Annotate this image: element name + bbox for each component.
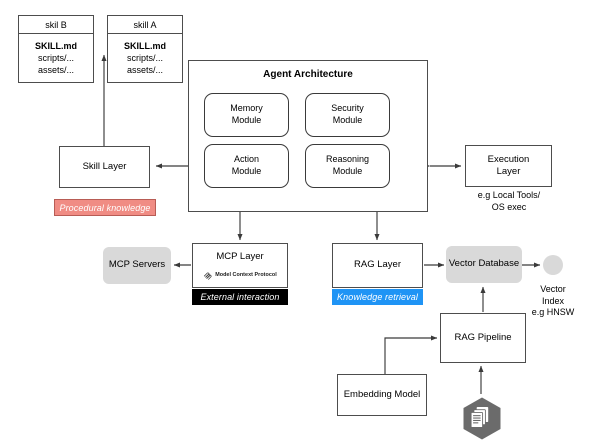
skill-card-a[interactable]: skill A SKILL.md scripts/... assets/... [107, 15, 183, 83]
skill-card-a-assets: assets/... [126, 65, 163, 76]
skill-card-b-assets: assets/... [37, 65, 74, 76]
module-memory-line1: Memory [230, 103, 263, 114]
execution-layer-line1: Execution [487, 153, 530, 165]
vector-database-label: Vector Database [448, 258, 520, 270]
skill-card-a-title: skill A [108, 16, 182, 34]
vector-index-caption-line3: e.g HNSW [531, 307, 575, 318]
module-action-line1: Action [233, 154, 259, 165]
skill-layer-box[interactable]: Skill Layer [59, 146, 150, 188]
skill-card-a-body: SKILL.md scripts/... assets/... [108, 34, 182, 82]
module-reasoning-label: Reasoning Module [326, 154, 369, 177]
module-action-label: Action Module [232, 154, 262, 177]
badge-knowledge-retrieval-label: Knowledge retrieval [337, 292, 418, 302]
vector-index-circle-icon [543, 255, 563, 275]
module-security-line1: Security [331, 103, 364, 114]
mcp-brand-label: Model Context Protocol [215, 271, 277, 278]
module-memory-label: Memory Module [230, 103, 263, 126]
mcp-logo-icon [204, 272, 212, 280]
skill-card-b-file: SKILL.md [35, 40, 77, 51]
execution-layer-box[interactable]: Execution Layer [465, 145, 552, 187]
badge-procedural-knowledge: Procedural knowledge [54, 199, 156, 216]
skill-layer-label: Skill Layer [82, 160, 127, 172]
badge-knowledge-retrieval: Knowledge retrieval [332, 289, 423, 305]
vector-database-box[interactable]: Vector Database [446, 246, 522, 283]
badge-external-interaction: External interaction [192, 289, 288, 305]
documents-hexagon-icon [461, 396, 503, 441]
mcp-layer-label: MCP Layer [216, 251, 264, 263]
documents-hexagon-svg [463, 397, 501, 440]
execution-layer-caption-line1: e.g Local Tools/ [477, 190, 541, 200]
module-reasoning[interactable]: Reasoning Module [305, 144, 390, 188]
execution-layer-caption-line2: OS exec [491, 201, 527, 212]
skill-card-b[interactable]: skil B SKILL.md scripts/... assets/... [18, 15, 94, 83]
agent-architecture-title: Agent Architecture [263, 69, 353, 80]
module-security[interactable]: Security Module [305, 93, 390, 137]
skill-card-a-file: SKILL.md [124, 40, 166, 51]
badge-procedural-knowledge-label: Procedural knowledge [59, 202, 151, 213]
mcp-servers-box[interactable]: MCP Servers [103, 247, 171, 284]
module-reasoning-line1: Reasoning [325, 154, 370, 165]
skill-card-b-body: SKILL.md scripts/... assets/... [19, 34, 93, 82]
vector-index-caption: Vector Index e.g HNSW [519, 284, 587, 319]
execution-layer-caption: e.g Local Tools/ OS exec [462, 190, 556, 213]
module-memory-line2: Module [231, 115, 262, 125]
skill-card-a-scripts: scripts/... [126, 52, 163, 63]
mcp-layer-box[interactable]: MCP Layer Model Context Protocol [192, 243, 288, 288]
embedding-model-box[interactable]: Embedding Model [337, 374, 427, 416]
embedding-model-label: Embedding Model [343, 388, 421, 400]
execution-layer-label: Execution Layer [488, 154, 530, 178]
mcp-brand-row: Model Context Protocol [203, 271, 277, 280]
vector-index-caption-line2: Index [541, 295, 565, 306]
module-memory[interactable]: Memory Module [204, 93, 289, 137]
skill-card-b-title: skil B [19, 16, 93, 34]
rag-layer-label: RAG Layer [354, 259, 401, 271]
mcp-servers-label: MCP Servers [108, 259, 166, 271]
module-security-label: Security Module [331, 103, 364, 126]
module-action[interactable]: Action Module [204, 144, 289, 188]
vector-index-caption-line1: Vector [540, 284, 566, 294]
rag-layer-box[interactable]: RAG Layer [332, 243, 423, 288]
mcp-layer-content: MCP Layer Model Context Protocol [193, 251, 287, 280]
execution-layer-line2: Layer [496, 166, 521, 177]
badge-external-interaction-label: External interaction [200, 292, 280, 302]
module-security-line2: Module [332, 115, 363, 125]
skill-card-b-scripts: scripts/... [37, 52, 74, 63]
module-action-line2: Module [231, 166, 262, 176]
rag-pipeline-label: RAG Pipeline [454, 331, 512, 343]
rag-pipeline-box[interactable]: RAG Pipeline [440, 313, 526, 363]
module-reasoning-line2: Module [332, 166, 363, 176]
